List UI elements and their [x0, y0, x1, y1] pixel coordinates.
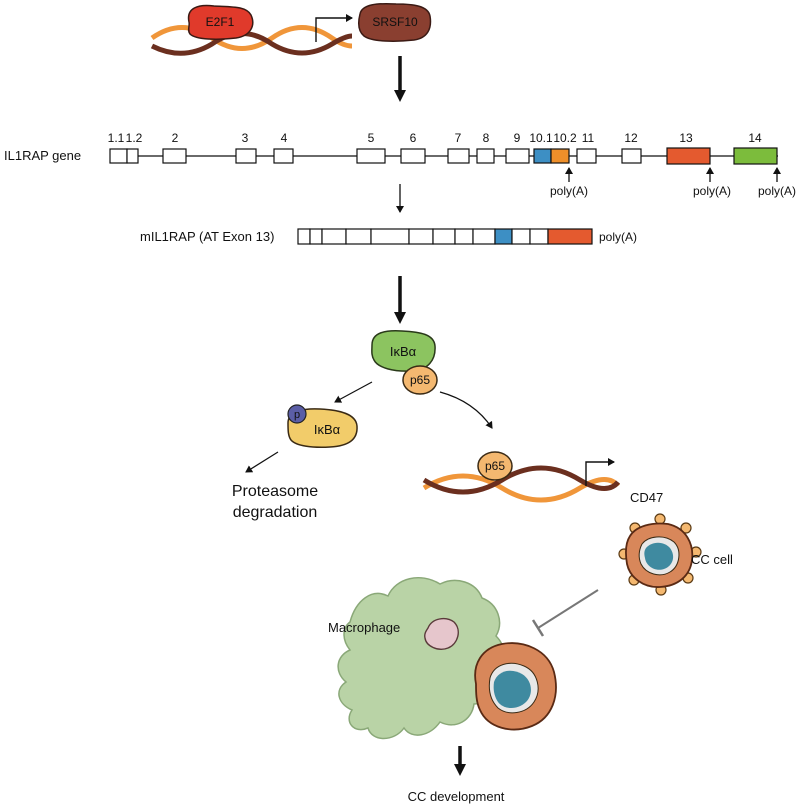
p65-bound-label: p65	[485, 459, 505, 473]
cc-development-label: CC development	[408, 789, 505, 804]
polyA-label: poly(A)	[550, 184, 588, 198]
polyA-label: poly(A)	[758, 184, 796, 198]
srsf10-protein: SRSF10	[358, 2, 432, 42]
exon-10-1	[533, 148, 552, 164]
exon-label: 9	[514, 131, 521, 145]
arrow-complex-to-free-ikba	[334, 381, 373, 403]
exon-label: 6	[410, 131, 417, 145]
ikba-label: IκBα	[390, 344, 417, 359]
exon-label: 12	[624, 131, 638, 145]
exon-label: 14	[748, 131, 762, 145]
exon-14	[733, 147, 778, 165]
exon-1-1	[109, 148, 128, 164]
transcript-polyA-label: poly(A)	[599, 230, 637, 244]
polyA-sites: poly(A) poly(A) poly(A)	[550, 167, 796, 198]
phosphate-icon	[287, 404, 307, 424]
exon-9	[505, 148, 530, 164]
exon-label: 10.2	[553, 131, 577, 145]
exon-label: 7	[455, 131, 462, 145]
inhibition-arrow	[531, 589, 599, 637]
gene-label: IL1RAP gene	[4, 148, 81, 163]
exon-label: 2	[172, 131, 179, 145]
ikba-free-label: IκBα	[314, 422, 341, 437]
exon-label: 3	[242, 131, 249, 145]
exon-label: 11	[582, 131, 595, 145]
polyA-label: poly(A)	[693, 184, 731, 198]
transcript-bar	[297, 228, 593, 245]
engulfed-cc-cell	[474, 642, 557, 731]
e2f1-protein: E2F1	[187, 4, 254, 40]
exon-label: 1.2	[126, 131, 143, 145]
cc-cell-label: CC cell	[691, 552, 733, 567]
exon-7	[447, 148, 470, 164]
srsf10-label: SRSF10	[372, 15, 418, 29]
exon-4	[273, 148, 294, 164]
e2f1-label: E2F1	[206, 15, 235, 29]
exon-1-2	[126, 148, 139, 164]
exon-13	[666, 147, 711, 165]
p65-label: p65	[410, 373, 430, 387]
exon-label: 4	[281, 131, 288, 145]
macrophage	[337, 577, 505, 740]
top-dna-helix	[150, 25, 353, 56]
phospho-label: p	[294, 409, 300, 421]
arrow-to-proteasome	[245, 451, 279, 473]
exon-labels: 1.1 1.2 2 3 4 5 6 7 8 9 10.1 10.2 11 12 …	[108, 131, 762, 145]
exon-label: 10.1	[529, 131, 553, 145]
exon-10-2	[550, 148, 570, 164]
exon-5	[356, 148, 386, 164]
proteasome-line1: Proteasome	[232, 483, 318, 500]
transcription-start-arrow-top	[315, 14, 353, 42]
exon-label: 13	[679, 131, 693, 145]
ikba-p65-complex: IκBα p65	[371, 330, 438, 395]
exon-2	[162, 148, 187, 164]
macrophage-label: Macrophage	[328, 620, 400, 635]
cc-cell	[618, 513, 702, 596]
arrow-complex-to-p65-dna	[439, 391, 493, 429]
p65-bound: p65	[477, 451, 513, 481]
exon-8	[476, 148, 495, 164]
phospho-ikba: IκBα p	[287, 404, 358, 448]
exon-11	[576, 148, 597, 164]
exon-3	[235, 148, 257, 164]
transcription-start-arrow-cd47	[585, 458, 615, 486]
cd47-label: CD47	[630, 490, 663, 505]
exon-12	[621, 148, 642, 164]
exon-label: 1.1	[108, 131, 125, 145]
exon-label: 8	[483, 131, 490, 145]
proteasome-line2: degradation	[233, 504, 318, 521]
gene-exons	[109, 147, 778, 165]
exon-label: 5	[368, 131, 375, 145]
exon-6	[400, 148, 426, 164]
bottom-dna-helix	[422, 465, 620, 503]
transcript-label: mIL1RAP (AT Exon 13)	[140, 229, 274, 244]
